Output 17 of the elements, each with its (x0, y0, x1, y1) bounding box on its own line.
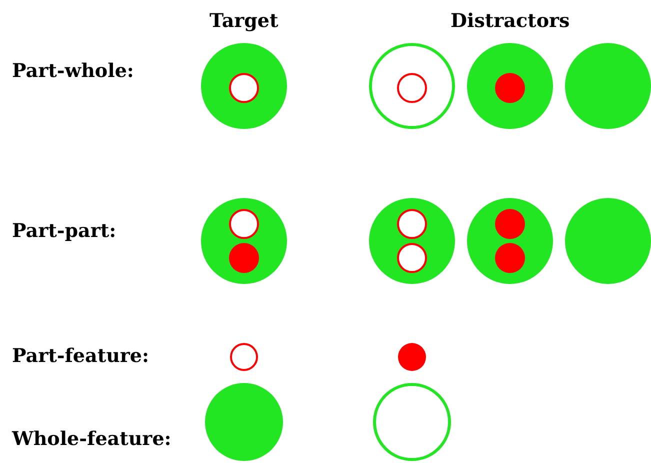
inner-ring (229, 209, 259, 239)
column-heading: Target (210, 10, 278, 33)
inner-ring (397, 243, 427, 273)
row-label: Part-part: (12, 220, 116, 243)
stimulus-dot (398, 343, 426, 371)
row-label: Whole-feature: (12, 428, 172, 451)
row-label: Part-whole: (12, 60, 134, 83)
inner-ring (397, 209, 427, 239)
inner-dot (495, 243, 525, 273)
column-heading: Distractors (450, 10, 570, 33)
stimulus-ring (230, 343, 258, 371)
inner-dot (495, 73, 525, 103)
inner-dot (229, 243, 259, 273)
row-label: Part-feature: (12, 345, 150, 368)
inner-ring (397, 73, 427, 103)
inner-ring (229, 73, 259, 103)
inner-dot (495, 209, 525, 239)
